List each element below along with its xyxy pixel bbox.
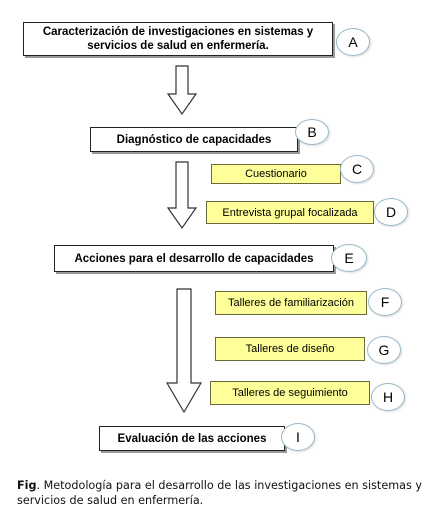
arrow-b-to-e [166, 161, 198, 230]
node-g-box: Talleres de diseño [215, 337, 365, 361]
flow-arrows [165, 65, 203, 414]
node-e-label: Acciones para el desarrollo de capacidad… [74, 252, 314, 265]
arrow-e-to-i [165, 288, 203, 414]
node-d-badge: D [374, 198, 408, 226]
node-e-badge: E [331, 244, 367, 272]
node-a-badge: A [336, 28, 370, 56]
node-g-label: Talleres de diseño [245, 343, 335, 355]
node-h-badge: H [371, 383, 405, 411]
caption-label: Fig [17, 479, 37, 492]
node-c-label: Cuestionario [245, 168, 307, 180]
node-a-label: Caracterización de investigaciones en si… [42, 26, 314, 52]
node-b-box: Diagnóstico de capacidades [90, 127, 298, 152]
node-i-box: Evaluación de las acciones [99, 426, 285, 451]
node-d-box: Entrevista grupal focalizada [206, 201, 374, 224]
node-d-label: Entrevista grupal focalizada [222, 206, 358, 219]
caption-text: . Metodología para el desarrollo de las … [17, 479, 422, 507]
node-i-label: Evaluación de las acciones [117, 432, 267, 445]
node-f-badge: F [368, 288, 402, 316]
figure-caption: Fig. Metodología para el desarrollo de l… [17, 478, 427, 508]
node-b-label: Diagnóstico de capacidades [116, 133, 272, 146]
arrow-a-to-b [166, 65, 198, 116]
node-f-label: Talleres de familiarización [228, 297, 354, 309]
node-c-box: Cuestionario [211, 164, 341, 184]
node-f-box: Talleres de familiarización [215, 291, 367, 315]
node-h-label: Talleres de seguimiento [232, 387, 348, 399]
node-c-badge: C [340, 155, 374, 183]
node-b-badge: B [295, 119, 329, 145]
node-h-box: Talleres de seguimiento [210, 381, 370, 405]
node-a-box: Caracterización de investigaciones en si… [23, 22, 333, 56]
node-i-badge: I [281, 423, 315, 451]
node-e-box: Acciones para el desarrollo de capacidad… [54, 245, 334, 272]
node-g-badge: G [367, 336, 401, 364]
